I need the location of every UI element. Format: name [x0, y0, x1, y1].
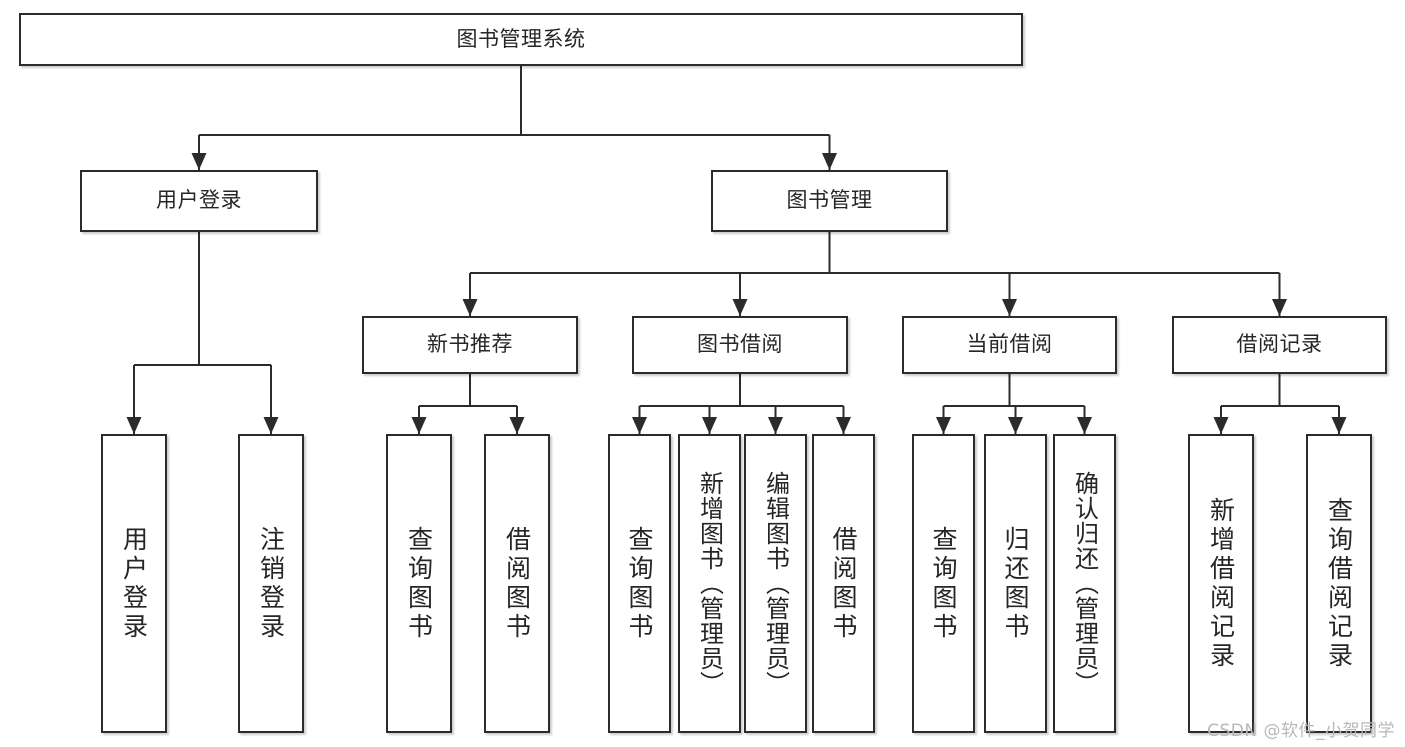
node-current[interactable]: 当前借阅 — [902, 316, 1117, 374]
node-leaf-bw-query[interactable]: 查询图书 — [608, 434, 671, 733]
node-label-leaf-bw-edit: 编辑图书（管理员） — [761, 471, 790, 696]
node-bookmgmt[interactable]: 图书管理 — [711, 170, 948, 232]
arrowhead-icon-leaf-bw-add — [702, 417, 717, 434]
node-leaf-nb-query[interactable]: 查询图书 — [386, 434, 452, 733]
node-leaf-cur-confirm[interactable]: 确认归还（管理员） — [1053, 434, 1116, 733]
node-newbook[interactable]: 新书推荐 — [362, 316, 578, 374]
arrowhead-icon-leaf-cur-confirm — [1077, 417, 1092, 434]
node-label-root: 图书管理系统 — [456, 26, 586, 51]
node-label-leaf-rec-query: 查询借阅记录 — [1324, 496, 1354, 671]
arrowhead-icon-newbook — [462, 299, 478, 316]
node-leaf-cur-query[interactable]: 查询图书 — [912, 434, 975, 733]
arrowhead-icon-login — [191, 153, 207, 170]
arrowhead-icon-leaf-nb-borrow — [509, 417, 525, 434]
node-leaf-cur-return[interactable]: 归还图书 — [984, 434, 1047, 733]
node-leaf-rec-add[interactable]: 新增借阅记录 — [1188, 434, 1254, 733]
node-label-leaf-user-login: 用户登录 — [119, 525, 149, 642]
arrowhead-icon-current — [1002, 299, 1017, 316]
node-label-current: 当前借阅 — [966, 332, 1053, 357]
arrowhead-icon-leaf-bw-borrow — [836, 417, 851, 434]
node-label-leaf-rec-add: 新增借阅记录 — [1206, 496, 1236, 671]
arrowhead-icon-leaf-cur-query — [936, 417, 951, 434]
arrowhead-icon-bookmgmt — [822, 153, 837, 170]
node-records[interactable]: 借阅记录 — [1172, 316, 1387, 374]
arrowhead-icon-borrow — [732, 299, 748, 316]
arrowhead-icon-leaf-rec-add — [1213, 417, 1229, 434]
node-label-leaf-user-logout: 注销登录 — [256, 525, 286, 642]
node-label-leaf-nb-borrow: 借阅图书 — [502, 525, 532, 642]
node-leaf-bw-edit[interactable]: 编辑图书（管理员） — [744, 434, 807, 733]
node-label-login: 用户登录 — [156, 188, 242, 213]
node-leaf-bw-borrow[interactable]: 借阅图书 — [812, 434, 875, 733]
node-label-leaf-bw-add: 新增图书（管理员） — [695, 471, 724, 696]
node-root[interactable]: 图书管理系统 — [19, 13, 1023, 66]
arrowhead-icon-leaf-user-logout — [263, 417, 279, 434]
node-label-leaf-cur-confirm: 确认归还（管理员） — [1070, 471, 1099, 696]
arrowhead-icon-leaf-bw-edit — [768, 417, 783, 434]
watermark-label: CSDN @软件_小贺同学 — [1207, 721, 1395, 741]
node-label-leaf-bw-query: 查询图书 — [625, 525, 654, 642]
node-leaf-bw-add[interactable]: 新增图书（管理员） — [678, 434, 741, 733]
node-leaf-user-login[interactable]: 用户登录 — [101, 434, 167, 733]
arrowhead-icon-leaf-cur-return — [1008, 417, 1023, 434]
node-label-bookmgmt: 图书管理 — [786, 188, 873, 213]
node-label-records: 借阅记录 — [1236, 332, 1323, 357]
node-label-newbook: 新书推荐 — [427, 332, 513, 357]
node-leaf-user-logout[interactable]: 注销登录 — [238, 434, 304, 733]
node-label-leaf-nb-query: 查询图书 — [404, 525, 434, 642]
arrowhead-icon-records — [1272, 299, 1287, 316]
node-leaf-nb-borrow[interactable]: 借阅图书 — [484, 434, 550, 733]
arrowhead-icon-leaf-user-login — [126, 417, 142, 434]
node-leaf-rec-query[interactable]: 查询借阅记录 — [1306, 434, 1372, 733]
node-borrow[interactable]: 图书借阅 — [632, 316, 848, 374]
node-label-leaf-bw-borrow: 借阅图书 — [829, 525, 858, 642]
arrowhead-icon-leaf-nb-query — [411, 417, 427, 434]
node-login[interactable]: 用户登录 — [80, 170, 318, 232]
node-label-leaf-cur-return: 归还图书 — [1001, 525, 1030, 642]
arrowhead-icon-leaf-rec-query — [1331, 417, 1347, 434]
node-label-borrow: 图书借阅 — [697, 332, 783, 357]
node-label-leaf-cur-query: 查询图书 — [929, 525, 958, 642]
arrowhead-icon-leaf-bw-query — [632, 417, 647, 434]
